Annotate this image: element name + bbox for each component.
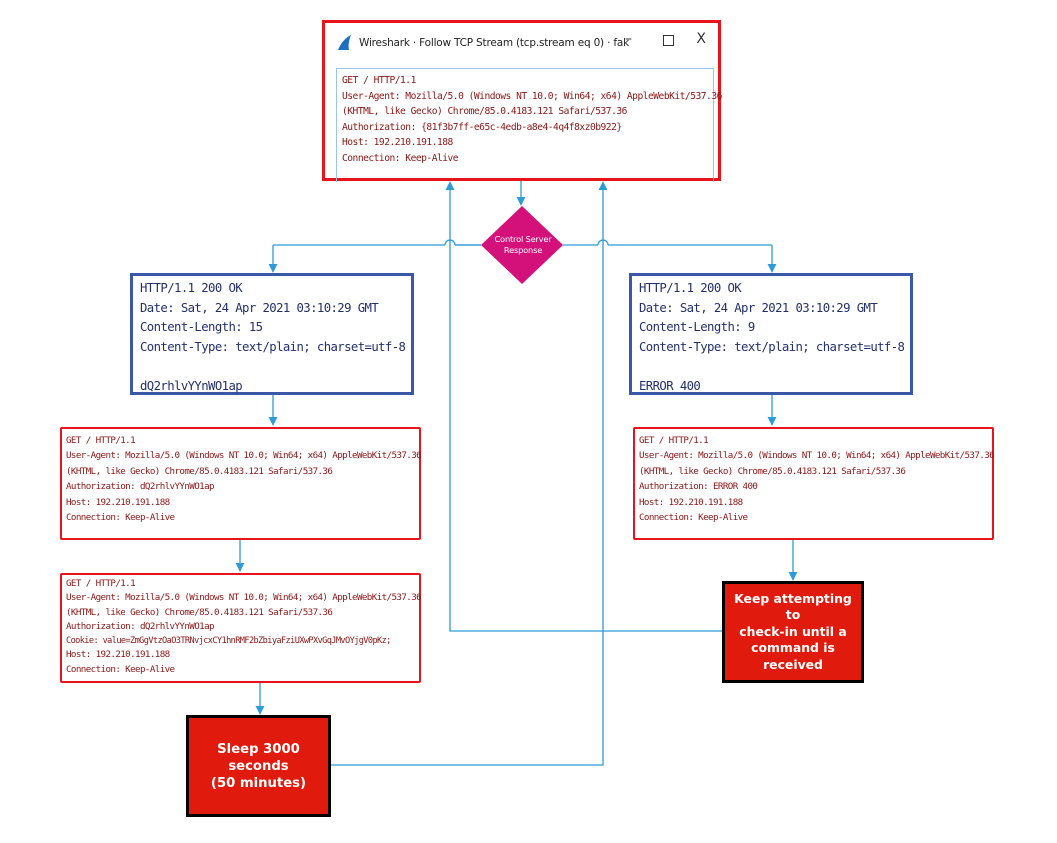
request-line: User-Agent: Mozilla/5.0 (Windows NT 10.0…	[66, 450, 422, 462]
stream-line: User-Agent: Mozilla/5.0 (Windows NT 10.0…	[342, 90, 722, 102]
request-line: Host: 192.210.191.188	[66, 649, 170, 661]
response-line: ERROR 400	[639, 378, 701, 393]
request-line: Connection: Keep-Alive	[639, 512, 748, 524]
response-box-error: HTTP/1.1 200 OK Date: Sat, 24 Apr 2021 0…	[629, 273, 913, 395]
diamond-label: Control Server Response	[480, 234, 566, 256]
request-line: (KHTML, like Gecko) Chrome/85.0.4183.121…	[66, 465, 333, 477]
request-box-with-cookie: GET / HTTP/1.1 User-Agent: Mozilla/5.0 (…	[60, 573, 422, 683]
stream-line: Authorization: {81f3b7ff-e65c-4edb-a8e4-…	[342, 121, 622, 133]
loop-retry-to-window	[445, 181, 723, 632]
response-line	[639, 357, 903, 377]
response-line: HTTP/1.1 200 OK	[639, 281, 742, 295]
request-box-error: GET / HTTP/1.1 User-Agent: Mozilla/5.0 (…	[633, 427, 995, 540]
response-line: Content-Length: 15	[140, 320, 263, 335]
window-title: Wireshark · Follow TCP Stream (tcp.strea…	[359, 37, 629, 49]
stream-content[interactable]: GET / HTTP/1.1 User-Agent: Mozilla/5.0 (…	[336, 68, 722, 182]
request-line: Authorization: dQ2rhlvYYnWO1ap	[66, 620, 215, 632]
loop-sleep-to-window	[330, 181, 608, 766]
stream-line: (KHTML, like Gecko) Chrome/85.0.4183.121…	[342, 106, 627, 118]
response-line: Content-Type: text/plain; charset=utf-8	[639, 339, 905, 354]
window-titlebar: Wireshark · Follow TCP Stream (tcp.strea…	[325, 23, 718, 63]
request-line: GET / HTTP/1.1	[66, 435, 136, 446]
control-server-response-diamond	[481, 206, 563, 284]
minimize-button[interactable]: –	[625, 31, 632, 47]
wireshark-follow-tcp-window: Wireshark · Follow TCP Stream (tcp.strea…	[322, 20, 722, 182]
request-line: Host: 192.210.191.188	[639, 496, 743, 508]
diamond-label-line: Response	[503, 245, 543, 255]
request-line: Cookie: value=ZmGgVtzOaO3TRNvjcxCY1hnRMF…	[66, 636, 391, 647]
response-line: Content-Type: text/plain; charset=utf-8	[140, 339, 406, 354]
request-line: (KHTML, like Gecko) Chrome/85.0.4183.121…	[639, 465, 906, 477]
request-line: Authorization: dQ2rhlvYYnWO1ap	[66, 481, 215, 493]
stream-line: Connection: Keep-Alive	[342, 152, 459, 164]
diamond-label-line: Control Server	[494, 234, 552, 244]
retry-action-box: Keep attempting to check-in until a comm…	[722, 581, 864, 683]
sleep-action-label: Sleep 3000 seconds (50 minutes)	[210, 741, 307, 791]
sleep-action-box: Sleep 3000 seconds (50 minutes)	[186, 715, 331, 817]
request-line: Authorization: ERROR 400	[639, 481, 758, 493]
response-line: dQ2rhlvYYnWO1ap	[140, 378, 243, 393]
request-line: User-Agent: Mozilla/5.0 (Windows NT 10.0…	[66, 592, 422, 604]
request-line: GET / HTTP/1.1	[66, 578, 136, 589]
response-box-success: HTTP/1.1 200 OK Date: Sat, 24 Apr 2021 0…	[130, 273, 414, 395]
request-line: User-Agent: Mozilla/5.0 (Windows NT 10.0…	[639, 450, 995, 462]
stream-line: GET / HTTP/1.1	[342, 75, 416, 86]
request-line: GET / HTTP/1.1	[639, 435, 709, 446]
response-line: Content-Length: 9	[639, 320, 755, 335]
wireshark-fin-icon	[338, 35, 351, 50]
response-line: Date: Sat, 24 Apr 2021 03:10:29 GMT	[140, 300, 379, 315]
retry-action-label: Keep attempting to check-in until a comm…	[734, 590, 852, 672]
request-line: Host: 192.210.191.188	[66, 496, 170, 508]
maximize-button[interactable]	[663, 35, 674, 46]
request-line: Connection: Keep-Alive	[66, 663, 175, 675]
response-line: Date: Sat, 24 Apr 2021 03:10:29 GMT	[639, 300, 878, 315]
stream-line: Host: 192.210.191.188	[342, 137, 453, 149]
request-box-authorized: GET / HTTP/1.1 User-Agent: Mozilla/5.0 (…	[60, 427, 422, 540]
close-button[interactable]: X	[696, 31, 706, 47]
response-line	[140, 357, 404, 377]
request-line: Connection: Keep-Alive	[66, 512, 175, 524]
response-line: HTTP/1.1 200 OK	[140, 281, 243, 295]
request-line: (KHTML, like Gecko) Chrome/85.0.4183.121…	[66, 606, 333, 618]
